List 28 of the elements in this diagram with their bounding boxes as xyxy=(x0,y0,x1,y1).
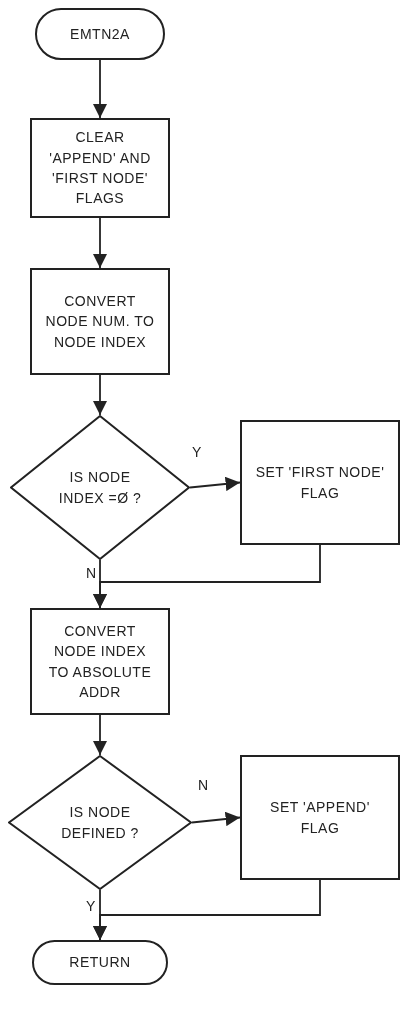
arrow xyxy=(92,714,108,756)
arrow xyxy=(92,374,108,416)
node-text: SET 'APPEND' FLAG xyxy=(269,798,371,838)
arrow xyxy=(189,476,241,492)
process-box xyxy=(30,268,170,375)
edge-label: Y xyxy=(190,445,204,459)
node-text: SET 'FIRST NODE' FLAG xyxy=(254,463,386,503)
node-text: IS NODE INDEX =Ø ? xyxy=(57,468,143,508)
decision-diamond xyxy=(8,755,192,890)
arrow xyxy=(92,217,108,269)
process-box xyxy=(30,608,170,715)
node-text: CLEAR 'APPEND' AND 'FIRST NODE' FLAGS xyxy=(48,128,152,209)
arrow xyxy=(92,544,321,609)
process-box xyxy=(240,755,400,880)
terminal-box xyxy=(35,8,165,60)
decision-diamond xyxy=(10,415,190,560)
arrow xyxy=(191,811,241,827)
node-text: IS NODE DEFINED ? xyxy=(60,803,140,843)
node-text: CONVERT NODE NUM. TO NODE INDEX xyxy=(44,292,156,352)
arrow xyxy=(92,59,108,119)
node-text: RETURN xyxy=(69,953,131,973)
node-text: CONVERT NODE INDEX TO ABSOLUTE ADDR xyxy=(47,621,153,702)
terminal-box xyxy=(32,940,168,985)
node-text: EMTN2A xyxy=(70,24,130,44)
process-box xyxy=(30,118,170,218)
edge-label: Y xyxy=(84,899,98,913)
process-box xyxy=(240,420,400,545)
arrow xyxy=(92,879,321,941)
